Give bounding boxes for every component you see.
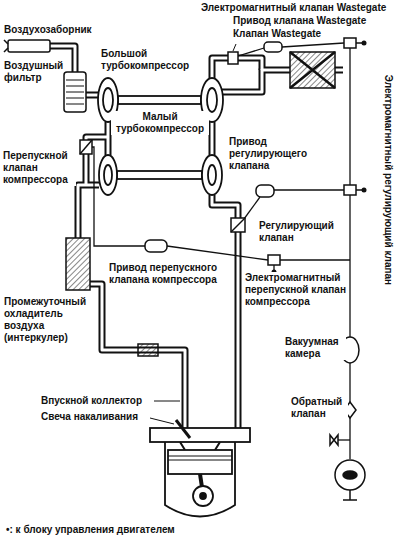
pipe-bore xyxy=(335,69,343,72)
pipe-outline xyxy=(78,185,99,238)
valve-symbol xyxy=(256,185,274,197)
part-label: Перепускной клапан компрессора xyxy=(2,150,76,186)
vacuum-chamber xyxy=(343,471,357,479)
pipe-bore xyxy=(86,94,98,97)
ecu-dot xyxy=(362,188,367,193)
vacuum-line xyxy=(280,259,350,260)
vacuum-line xyxy=(282,43,344,47)
vacuum-line xyxy=(167,246,268,260)
air-filter xyxy=(66,80,84,104)
part-label: Регулирующий клапан xyxy=(258,220,342,244)
valve-symbol xyxy=(231,218,245,232)
ecu-dot xyxy=(362,41,367,46)
part-label: Свеча накаливания xyxy=(40,411,139,423)
engine-cylinder xyxy=(168,450,232,474)
leader-line xyxy=(154,401,180,402)
vacuum-line xyxy=(238,48,264,56)
pipe-outline xyxy=(50,46,343,428)
part-label: Привод регулирующего клапана xyxy=(228,136,345,172)
pipe-bore xyxy=(211,122,214,155)
leader-line xyxy=(150,418,174,424)
part-label: Вакуумная камера xyxy=(284,336,346,360)
turbocharger xyxy=(99,155,117,195)
engine-cylinder xyxy=(150,428,250,442)
pipe-outline xyxy=(209,122,216,155)
part-label: Воздушный фильтр xyxy=(3,60,63,84)
vacuum-line xyxy=(274,189,344,190)
vacuum-line xyxy=(349,48,350,459)
engine-cylinder xyxy=(176,420,190,438)
part-label: Промежуточный охладитель воздуха (интерк… xyxy=(3,296,91,344)
turbocharger xyxy=(208,165,216,185)
valve-symbol xyxy=(80,140,92,154)
engine-cylinder xyxy=(200,493,206,499)
leader-line xyxy=(150,44,236,424)
part-label: Электромагнитный клапан Wastegate xyxy=(200,2,387,14)
catalyst xyxy=(290,52,335,88)
pipe-outline xyxy=(335,67,343,74)
valve-symbol xyxy=(80,140,92,154)
engine-cylinder xyxy=(193,486,213,506)
catalyst xyxy=(290,52,335,88)
part-label: Электромагнитный перепускной клапан комп… xyxy=(244,272,348,308)
pipe-outline xyxy=(86,92,98,99)
vacuum-line xyxy=(244,197,260,219)
engine-cylinder xyxy=(168,456,232,460)
air-filter xyxy=(64,72,86,112)
vacuum-chamber xyxy=(343,490,357,500)
valve-symbol xyxy=(231,218,245,232)
pipe-outline xyxy=(222,70,290,92)
solenoid-valve xyxy=(344,185,356,195)
part-label: Большой турбокомпрессор xyxy=(100,48,202,72)
solenoid-valve xyxy=(268,255,280,265)
valve-symbol xyxy=(145,240,167,252)
turbocharger xyxy=(202,155,222,195)
part-label: Обратный клапан xyxy=(290,396,348,420)
part-label: Привод перепускного клапана компрессора xyxy=(108,262,234,286)
pipe-bore xyxy=(50,46,343,428)
part-label: Клапан Wastegate xyxy=(232,28,322,40)
vacuum-line xyxy=(92,147,145,246)
part-label: Воздухозаборник xyxy=(3,24,93,36)
air-filter xyxy=(64,72,86,112)
footnote: •: к блоку управления двигателем xyxy=(5,524,176,536)
vacuum-chamber xyxy=(330,435,338,445)
leader-line xyxy=(233,44,236,51)
engine-cylinder xyxy=(165,442,235,517)
turbocharger xyxy=(118,96,201,104)
vacuum-chamber xyxy=(335,460,365,490)
pipe-bore xyxy=(222,70,290,92)
valve-symbol xyxy=(264,42,282,52)
part-label: Привод клапана Wastegate xyxy=(232,15,367,27)
turbocharger xyxy=(104,165,112,185)
intercooler xyxy=(66,238,90,290)
air-intake xyxy=(4,40,8,52)
engine-cylinder xyxy=(180,442,220,450)
part-label: Электромагнитный регулирующий клапан xyxy=(382,74,394,286)
engine-cylinder xyxy=(150,420,250,517)
catalyst xyxy=(290,52,335,88)
turbocharger xyxy=(98,78,223,195)
turbocharger xyxy=(207,88,217,112)
solenoid-valve xyxy=(344,38,356,48)
intercooler xyxy=(138,344,158,356)
pipe-bore xyxy=(78,185,99,238)
turbocharger xyxy=(103,88,113,112)
part-label: Впускной коллектор xyxy=(40,395,143,407)
part-label: Малый турбокомпрессор xyxy=(111,111,209,135)
turbocharger xyxy=(117,171,202,179)
air-intake xyxy=(4,40,50,52)
air-intake xyxy=(8,40,50,52)
valve-symbol xyxy=(228,52,238,64)
